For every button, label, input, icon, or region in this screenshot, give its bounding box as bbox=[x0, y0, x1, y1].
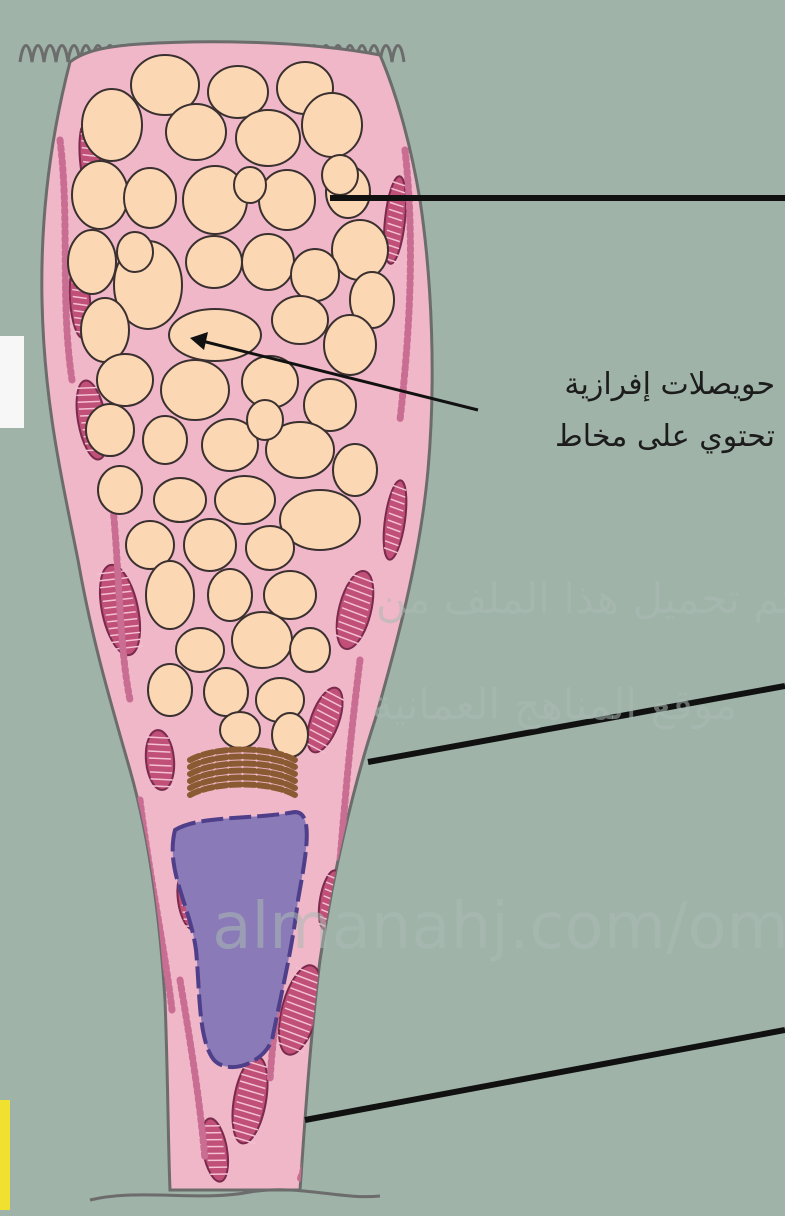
vesicle bbox=[272, 296, 328, 344]
vesicle bbox=[220, 712, 260, 748]
vesicle bbox=[148, 664, 192, 716]
vesicle bbox=[246, 526, 294, 570]
vesicle bbox=[333, 444, 377, 496]
vesicle bbox=[322, 155, 358, 195]
vesicle bbox=[82, 89, 142, 161]
vesicle bbox=[215, 476, 275, 524]
vesicle bbox=[68, 230, 116, 294]
leader-line-base bbox=[305, 1030, 785, 1120]
vesicle bbox=[98, 466, 142, 514]
vesicle bbox=[143, 416, 187, 464]
vesicle bbox=[117, 232, 153, 272]
vesicle bbox=[332, 220, 388, 280]
vesicle bbox=[247, 400, 283, 440]
vesicle bbox=[242, 234, 294, 290]
vesicle bbox=[259, 170, 315, 230]
vesicle bbox=[186, 236, 242, 288]
vesicle bbox=[290, 628, 330, 672]
watermark-line-1: تم تحميل هذا الملف من bbox=[376, 574, 785, 623]
vesicles-label-line-2: تحتوي على مخاط bbox=[555, 414, 775, 460]
watermark-line-3: almanahj.com/om bbox=[212, 890, 785, 964]
vesicles-label-line-1: حويصلات إفرازية bbox=[564, 362, 775, 408]
vesicle bbox=[264, 571, 316, 619]
vesicle bbox=[176, 628, 224, 672]
vesicle bbox=[302, 93, 362, 157]
vesicle bbox=[154, 478, 206, 522]
vesicle bbox=[161, 360, 229, 420]
vesicle bbox=[208, 569, 252, 621]
vesicle bbox=[81, 298, 129, 362]
vesicle bbox=[97, 354, 153, 406]
watermark-line-2: موقع المناهج العمانية bbox=[372, 680, 738, 729]
vesicle bbox=[86, 404, 134, 456]
vesicle bbox=[184, 519, 236, 571]
vesicle bbox=[234, 167, 266, 203]
vesicle bbox=[236, 110, 300, 166]
vesicle bbox=[146, 561, 194, 629]
vesicle bbox=[204, 668, 248, 716]
vesicle bbox=[324, 315, 376, 375]
vesicle bbox=[232, 612, 292, 668]
vesicle bbox=[124, 168, 176, 228]
vesicle bbox=[166, 104, 226, 160]
vesicle bbox=[291, 249, 339, 301]
vesicle bbox=[72, 161, 128, 229]
